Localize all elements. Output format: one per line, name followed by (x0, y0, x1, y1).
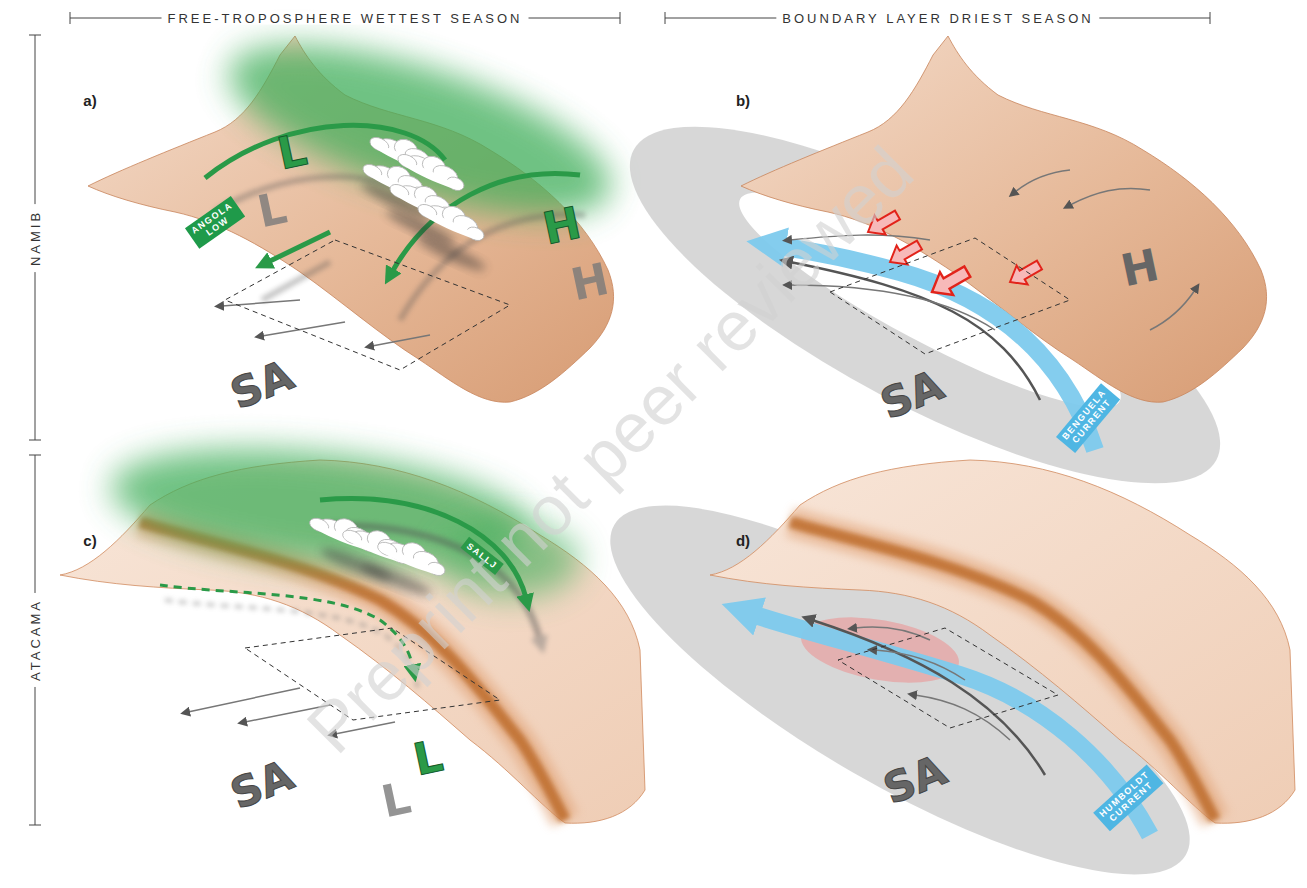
anticyclone-label: SA (875, 364, 949, 426)
land-mass (710, 460, 1295, 823)
panel-letter: d) (736, 533, 750, 548)
cloud (415, 193, 490, 244)
study-area-box (225, 240, 510, 370)
wind-arrow (1015, 170, 1070, 192)
panel-letter: a) (83, 93, 96, 108)
wind-arrow (222, 300, 300, 306)
flow-label: HUMBOLDT CURRENT (1093, 765, 1163, 831)
study-area-box (830, 238, 1070, 354)
node-text: ANGOLA LOW (190, 200, 241, 244)
warm-air-arrow (925, 260, 974, 303)
ocean-current (752, 614, 1150, 835)
moisture-cloud (211, 9, 630, 251)
cloud-band (358, 126, 490, 276)
bracket-line (665, 12, 1210, 24)
anticyclone-label: SA (225, 354, 299, 416)
wind-arrow (372, 335, 430, 346)
wind-arrow (262, 322, 345, 336)
pressure-symbol: H (539, 201, 584, 252)
panel-d-map (567, 443, 1295, 888)
arrow-shadow (262, 262, 330, 300)
pressure-system-box: ANGOLA LOW (185, 196, 245, 248)
pressure-shadow-symbol: H (567, 257, 612, 308)
watermark: Preprint not peer reviewed (295, 135, 925, 765)
wind-arrow (915, 695, 1010, 740)
anticyclone-label: SA (225, 754, 299, 816)
wind-arrow (875, 650, 965, 680)
panel-a-map (88, 9, 629, 402)
wind-arrow (1070, 188, 1150, 205)
warm-air-arrow (885, 235, 925, 271)
column-heading: BOUNDARY LAYER DRIEST SEASON (776, 12, 1099, 25)
bracket-line (70, 12, 620, 24)
bracket-line (29, 35, 41, 440)
green-flow-arrow (205, 125, 445, 178)
study-area-box (838, 628, 1058, 728)
wind-arrow (855, 627, 930, 640)
pressure-shadow-symbol: L (254, 186, 291, 235)
anticyclone-label: SA (878, 749, 952, 811)
pressure-shadow-symbol: L (378, 776, 415, 825)
pressure-symbol: L (410, 734, 447, 783)
flow-label: BENGUELA CURRENT (1056, 383, 1120, 453)
wind-arrow (1150, 290, 1195, 330)
panel-letter: b) (736, 93, 750, 108)
warm-air-arrow (1005, 255, 1045, 291)
pressure-symbol: H (1117, 243, 1162, 294)
green-flow-arrow (268, 232, 330, 262)
bracket-line (29, 455, 41, 825)
wind-arrow (790, 285, 995, 330)
pressure-symbol: L (274, 128, 311, 177)
row-heading: NAMIB (29, 204, 42, 272)
panel-letter: c) (83, 533, 96, 548)
column-heading: FREE-TROPOSPHERE WETTEST SEASON (162, 12, 529, 25)
row-heading: ATACAMA (29, 593, 42, 687)
wind-arrow (188, 688, 300, 712)
